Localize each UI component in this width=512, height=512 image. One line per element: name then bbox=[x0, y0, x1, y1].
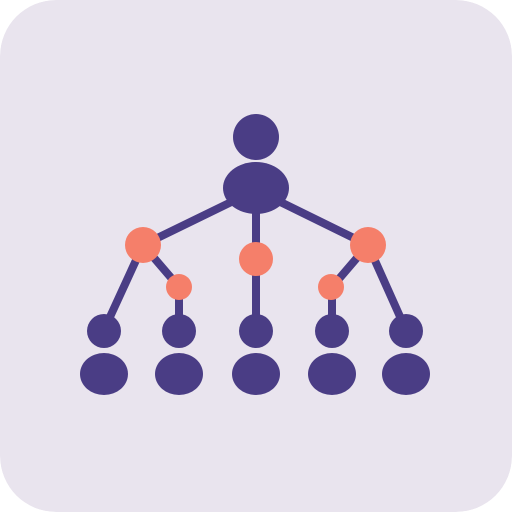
node-small-left bbox=[166, 274, 192, 300]
bottom-people bbox=[80, 314, 430, 395]
person-icon bbox=[80, 314, 128, 395]
person-body bbox=[80, 353, 128, 395]
person-body bbox=[223, 162, 289, 214]
person-icon bbox=[155, 314, 203, 395]
person-head bbox=[87, 314, 121, 348]
person-head bbox=[162, 314, 196, 348]
person-body bbox=[232, 353, 280, 395]
person-icon bbox=[308, 314, 356, 395]
accent-nodes bbox=[125, 227, 386, 300]
person-head bbox=[239, 314, 273, 348]
node-left bbox=[125, 227, 161, 263]
person-head bbox=[315, 314, 349, 348]
top-person-icon bbox=[223, 114, 289, 214]
person-body bbox=[308, 353, 356, 395]
person-head bbox=[389, 314, 423, 348]
person-head bbox=[233, 114, 279, 160]
person-body bbox=[155, 353, 203, 395]
person-icon bbox=[382, 314, 430, 395]
person-icon bbox=[232, 314, 280, 395]
person-body bbox=[382, 353, 430, 395]
node-center bbox=[239, 242, 273, 276]
node-small-right bbox=[318, 274, 344, 300]
node-right bbox=[350, 227, 386, 263]
